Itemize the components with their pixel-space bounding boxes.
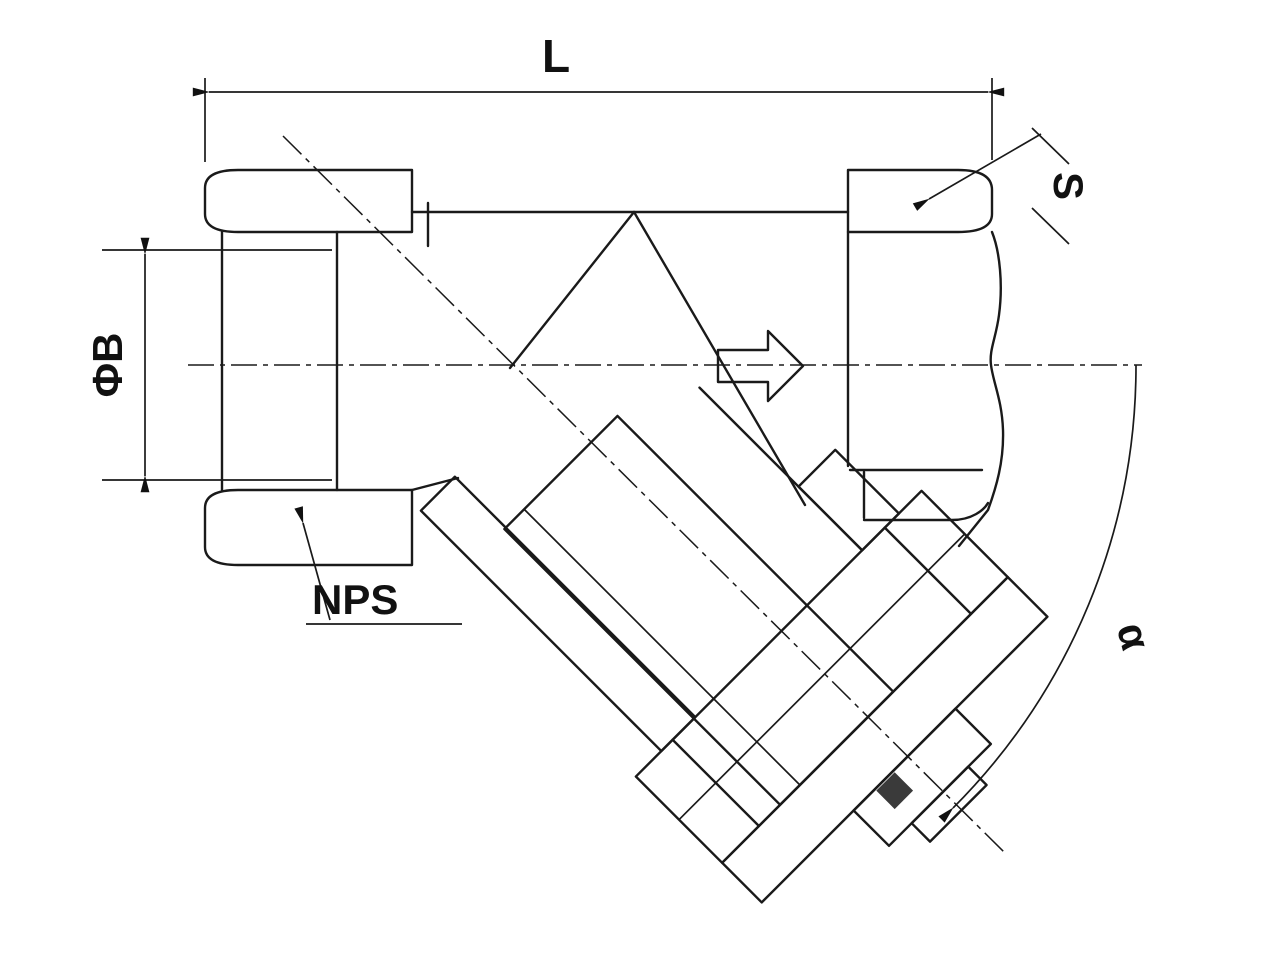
dimension-angle: α	[938, 364, 1160, 823]
dimension-bore: ΦB	[84, 237, 332, 493]
branch-bore-line	[698, 386, 864, 552]
union-nut-flat-line	[678, 533, 966, 821]
thread-label: NPS	[312, 576, 398, 623]
plug-seal	[876, 772, 914, 810]
branch-wall-section	[419, 475, 697, 753]
inlet-hex-section-bottom	[203, 488, 414, 567]
inlet-hex-section-top	[203, 168, 414, 234]
across-flats-label: S	[1045, 172, 1092, 200]
tick-line	[1031, 207, 1070, 245]
thread-callout: NPS	[294, 506, 462, 625]
strainer-branch	[419, 386, 1049, 904]
tick-line	[1031, 127, 1070, 165]
screen-frame-line	[523, 508, 801, 786]
drain-plug-section	[852, 707, 993, 848]
strainer-screen-mesh	[503, 414, 895, 807]
end-cap-section	[720, 575, 1049, 904]
bore-label: ΦB	[84, 333, 131, 398]
body-bottom-step-line	[410, 476, 460, 492]
outlet-lower-profile	[862, 501, 990, 522]
drain-plug-tip	[910, 765, 988, 843]
leader-line	[912, 133, 1042, 211]
y-wedge-left-line	[508, 210, 636, 370]
outlet-hex-section-top	[846, 168, 994, 234]
flow-direction-arrow	[716, 329, 805, 403]
centerline-branch-axis	[282, 135, 1007, 855]
outlet-hex-silhouette	[957, 230, 1005, 548]
across-flats-callout: S	[912, 127, 1092, 245]
angle-arc	[938, 364, 1137, 823]
dimension-length: L	[192, 30, 1005, 162]
angle-label: α	[1108, 618, 1160, 655]
y-wedge-right-line	[632, 210, 807, 507]
length-label: L	[542, 30, 570, 82]
leader-line	[294, 506, 331, 621]
